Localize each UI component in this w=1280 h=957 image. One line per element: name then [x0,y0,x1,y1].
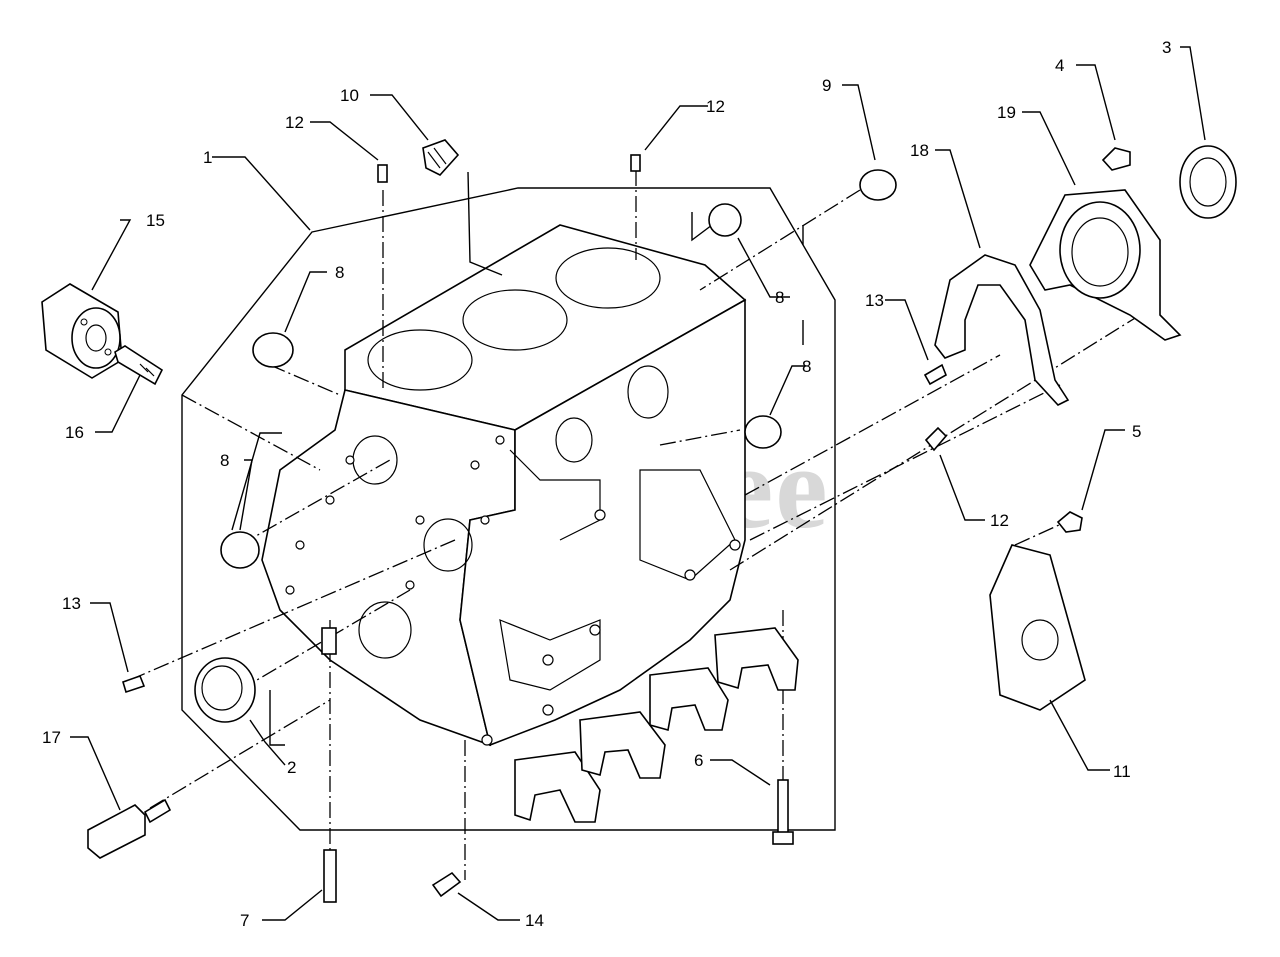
stud [321,627,337,903]
dowel-pins [377,154,948,452]
callout-13-right: 13 [865,291,884,310]
bottom-dowel [431,871,462,898]
callout-16: 16 [65,423,84,442]
callout-9: 9 [822,76,831,95]
callout-12-right: 12 [990,511,1009,530]
retainer-bolt [1101,147,1131,171]
callout-8-right: 8 [802,357,811,376]
rear-oil-seal [1179,145,1237,219]
callout-6: 6 [694,751,703,770]
threaded-plug [422,139,460,176]
callout-14: 14 [525,911,544,930]
retainer-gasket [934,254,1070,406]
callout-numbers: 1 2 3 4 5 6 7 8 8 8 8 9 10 11 12 12 12 1… [42,38,1171,930]
callout-1: 1 [203,148,212,167]
filter-stud [114,345,164,386]
callout-12-left: 12 [285,113,304,132]
callout-15: 15 [146,211,165,230]
roll-pins [122,363,948,694]
plate-bolt [1056,511,1083,533]
callout-18: 18 [910,141,929,160]
cylinder-block [261,224,747,747]
callout-3: 3 [1162,38,1171,57]
callout-4: 4 [1055,56,1064,75]
callout-2: 2 [287,758,296,777]
seal-retainer [1029,189,1182,341]
callout-5: 5 [1132,422,1141,441]
callout-11: 11 [1113,762,1131,781]
block-boundary [181,187,836,831]
end-plate [989,544,1086,711]
front-oil-seal [194,657,256,723]
callout-8-upper-left: 8 [335,263,344,282]
callout-12-top: 12 [706,97,725,116]
callout-7: 7 [240,911,249,930]
callout-17: 17 [42,728,61,747]
callout-8-right-top: 8 [775,288,784,307]
callout-8-left: 8 [220,451,229,470]
callout-10: 10 [340,86,359,105]
main-bearing-caps [514,627,799,823]
expansion-plugs [220,169,897,569]
leader-lines [70,46,1206,921]
main-bearing-bolt [772,779,794,845]
callout-13-left: 13 [62,594,81,613]
drain-plug [87,798,172,859]
callout-19: 19 [997,103,1016,122]
oil-filter [41,283,123,379]
